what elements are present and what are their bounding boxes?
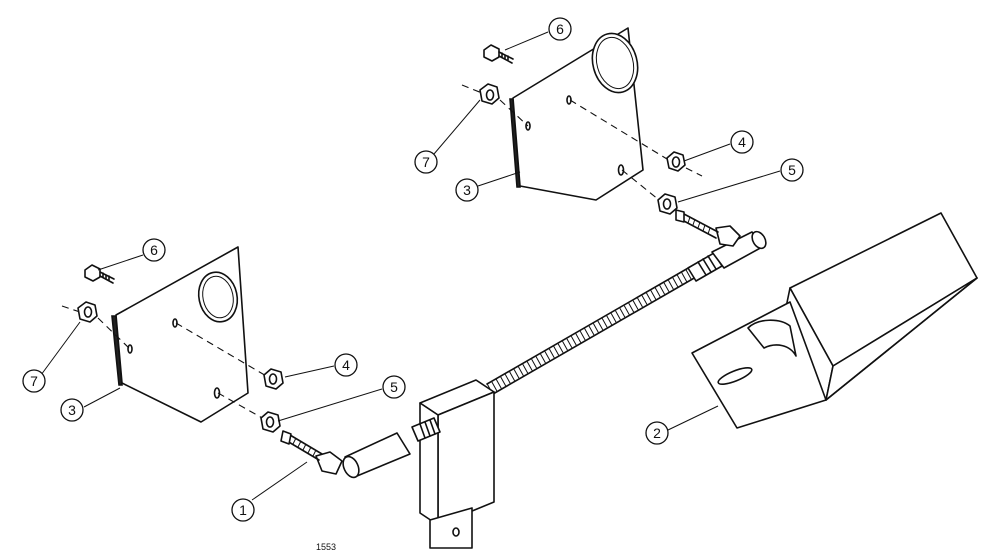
svg-text:3: 3 — [463, 182, 471, 198]
cable-cover — [691, 212, 978, 429]
callout-5-right: 5 — [780, 158, 804, 182]
callout-6-right: 6 — [548, 17, 572, 41]
svg-text:5: 5 — [788, 162, 796, 178]
callout-3-left: 3 — [60, 398, 84, 422]
callout-3-right: 3 — [455, 178, 479, 202]
callout-4-left: 4 — [334, 353, 358, 377]
svg-text:1: 1 — [239, 502, 247, 518]
upper-nut-5 — [657, 193, 678, 215]
cable-assembly — [280, 209, 767, 549]
callout-6-left: 6 — [142, 238, 166, 262]
svg-text:3: 3 — [68, 402, 76, 418]
lower-mounting-bracket — [111, 246, 249, 423]
callout-7-left: 7 — [22, 369, 46, 393]
lower-nut-5 — [260, 411, 281, 433]
lower-hardware — [61, 264, 284, 433]
svg-text:2: 2 — [653, 425, 661, 441]
callout-1: 1 — [231, 498, 255, 522]
upper-hardware — [461, 44, 703, 215]
callout-7-right: 7 — [414, 150, 438, 174]
svg-text:7: 7 — [422, 154, 430, 170]
callouts: 1 2 3 4 5 6 7 3 — [22, 17, 804, 522]
cable-mount-block — [419, 379, 495, 549]
upper-screw — [483, 44, 514, 64]
lower-nut-4 — [263, 368, 284, 390]
svg-text:4: 4 — [738, 134, 746, 150]
upper-nut-7 — [479, 83, 500, 105]
callout-5-left: 5 — [382, 375, 406, 399]
figure-number: 1553 — [316, 542, 336, 552]
callout-4-right: 4 — [730, 130, 754, 154]
lower-cable-end — [280, 417, 441, 479]
svg-text:5: 5 — [390, 379, 398, 395]
svg-text:4: 4 — [342, 357, 350, 373]
upper-mounting-bracket — [509, 27, 644, 201]
lower-nut-7 — [77, 301, 98, 323]
svg-text:6: 6 — [150, 242, 158, 258]
svg-text:7: 7 — [30, 373, 38, 389]
upper-cable-end — [675, 209, 767, 282]
svg-text:6: 6 — [556, 21, 564, 37]
lower-screw — [84, 264, 115, 284]
callout-2: 2 — [645, 421, 669, 445]
upper-nut-4 — [666, 151, 686, 172]
